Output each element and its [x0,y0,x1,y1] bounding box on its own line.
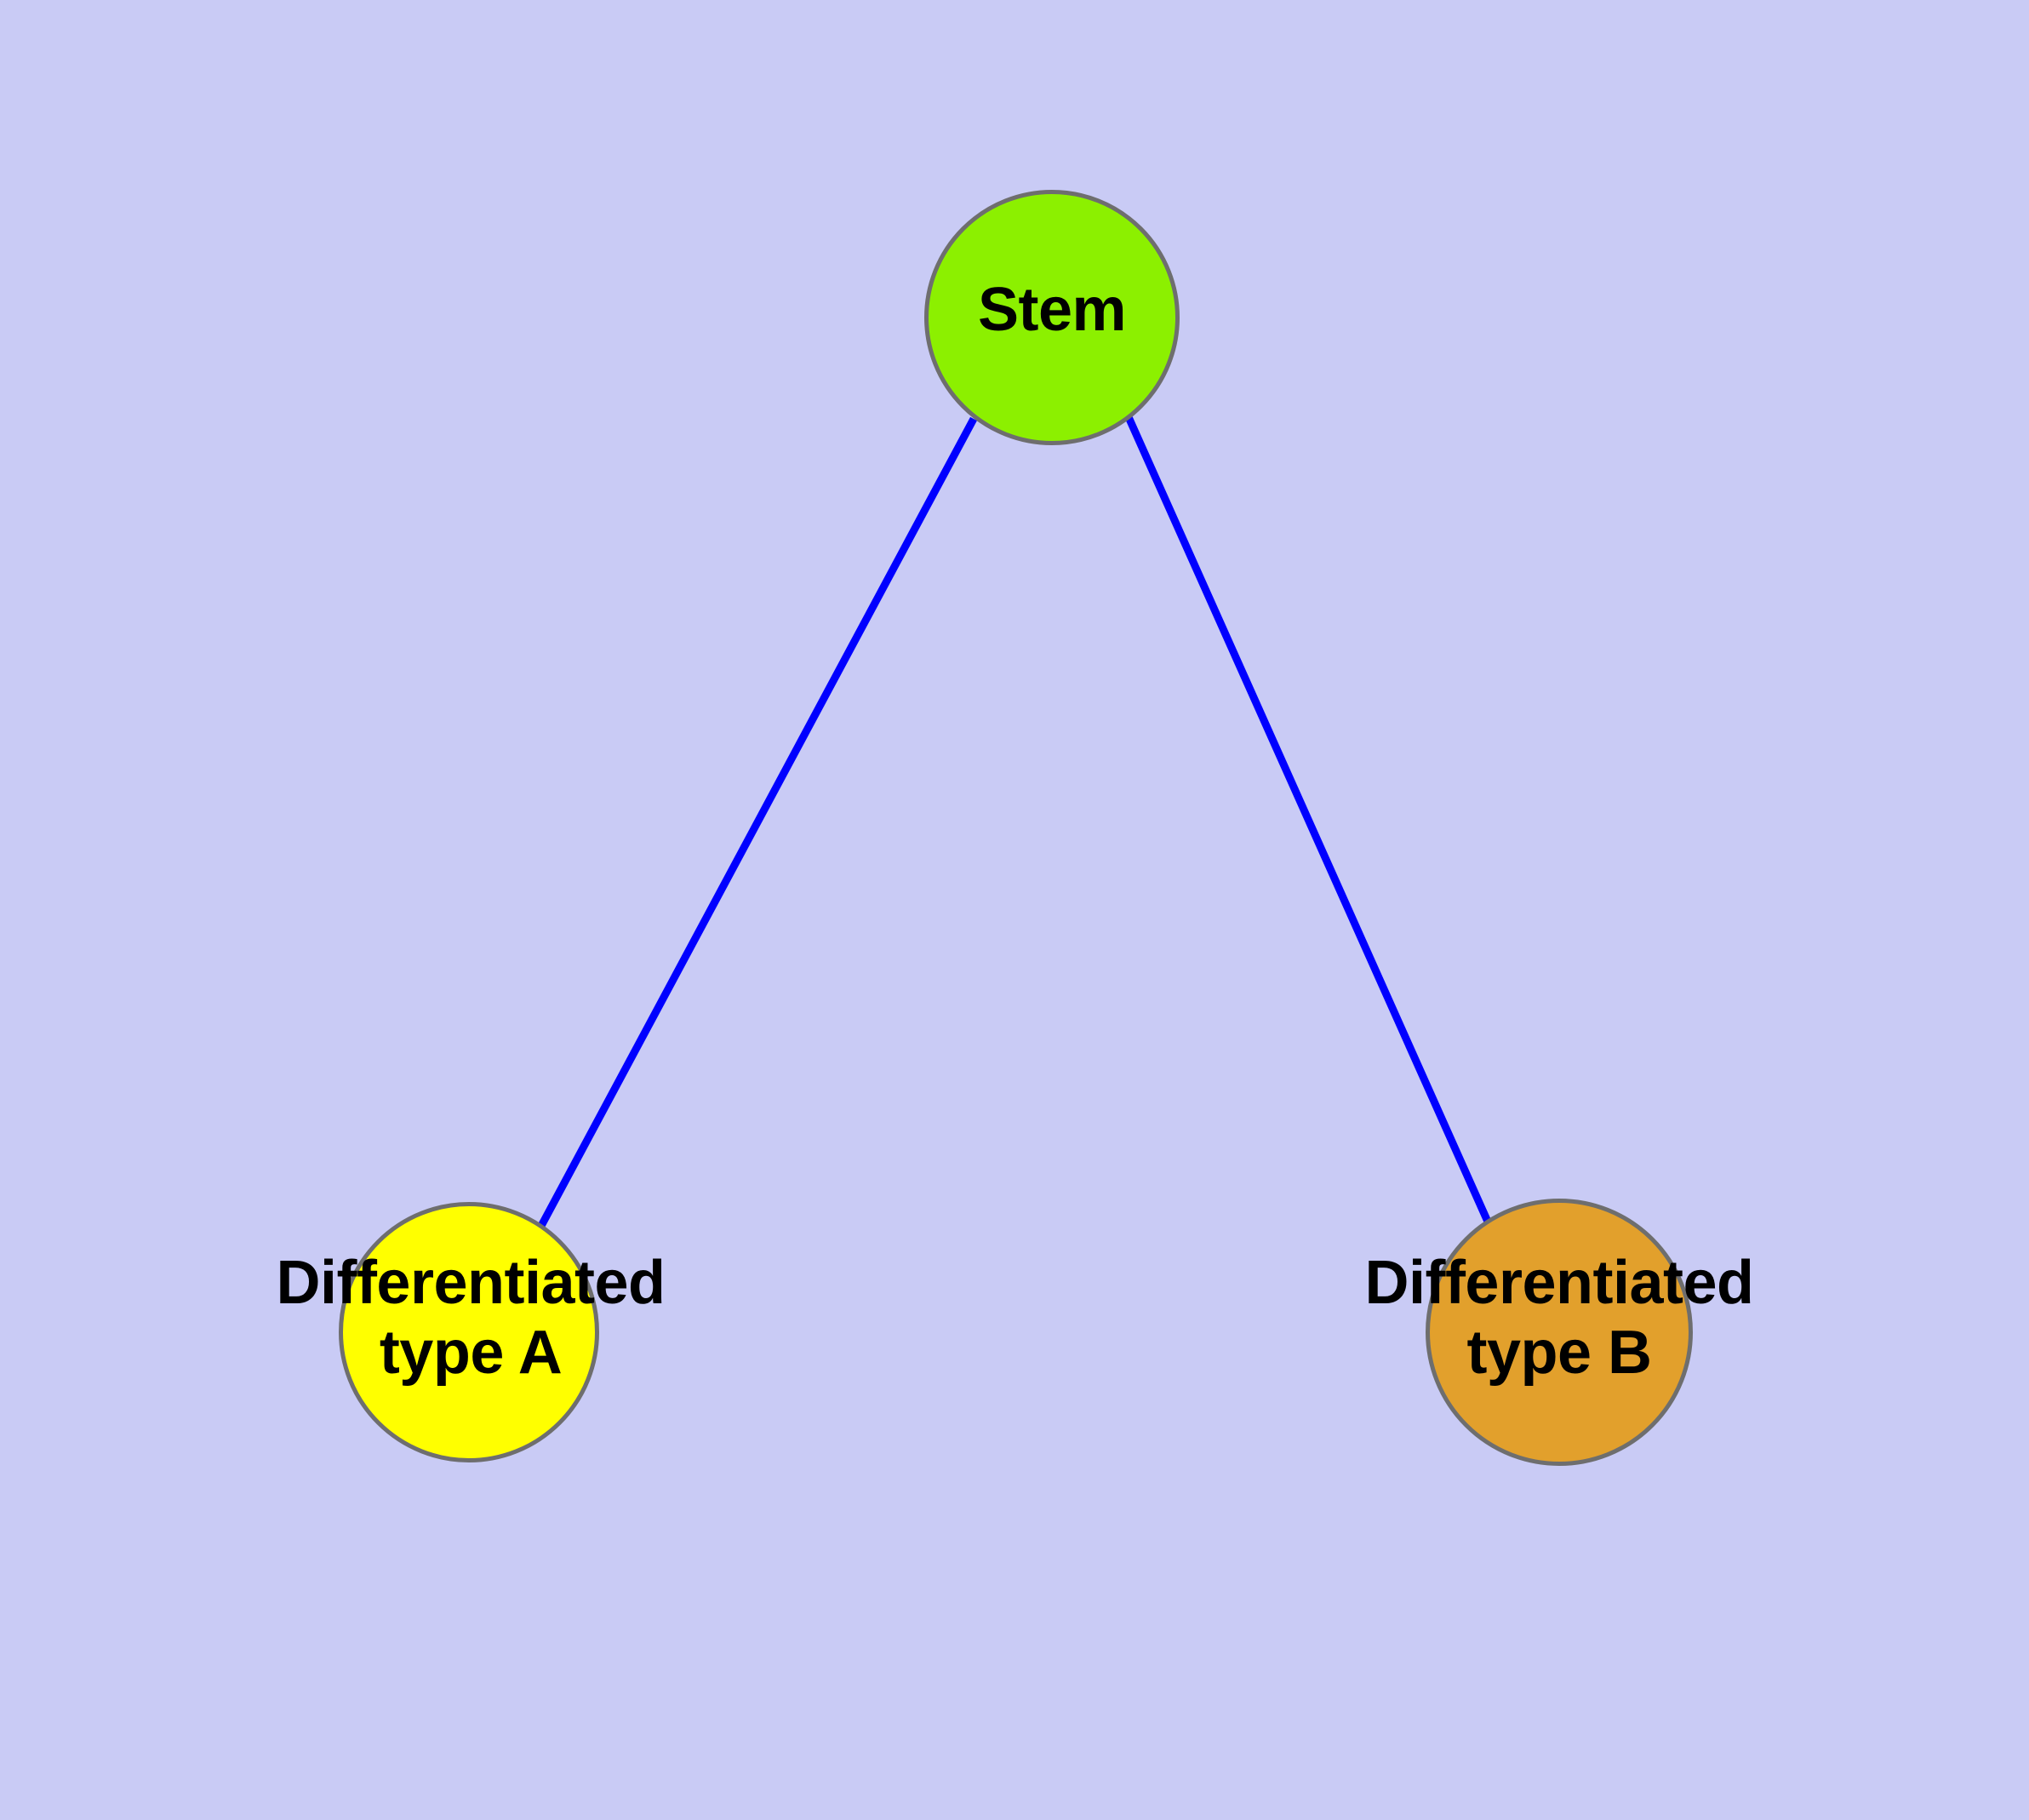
edge-stem-to-differentiated-type-b [1124,415,1492,1223]
edge-stem-to-differentiated-type-a [538,416,977,1228]
node-differentiated-type-b[interactable] [1426,1199,1693,1466]
node-stem[interactable] [924,190,1180,445]
node-differentiated-type-a[interactable] [339,1202,599,1462]
